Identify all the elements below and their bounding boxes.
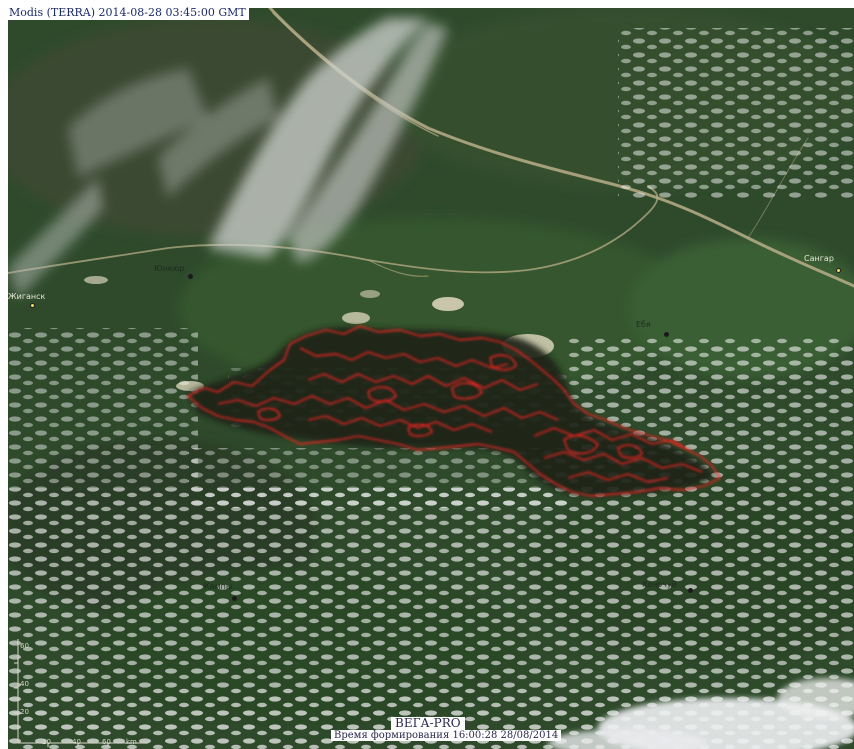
settlement-dot-yunkyur[interactable] [188, 274, 193, 279]
place-label-kampy: Кампы [204, 582, 233, 591]
cloud-fields [8, 28, 854, 749]
fire-perimeter [187, 325, 721, 497]
brand-label: ВЕГА-PRO [391, 717, 465, 730]
settlement-dot-kampy[interactable] [232, 596, 237, 601]
scale-x-tick: 60 [102, 738, 111, 746]
settlement-dot-sangar[interactable] [836, 268, 841, 273]
place-label-sangar: Сангар [804, 254, 834, 263]
scale-x-tick: 40 [72, 738, 81, 746]
place-label-yunkyur: Юнкюр [154, 264, 185, 273]
smoke-plumes [8, 18, 448, 298]
satellite-imagery [8, 8, 854, 749]
place-label-kochochuy: Кочочуй [642, 580, 677, 589]
scale-x-tick: 20 [42, 738, 51, 746]
scale-y-tick: 40 [20, 680, 29, 688]
scale-unit-label: km [126, 738, 137, 746]
settlement-dot-ebya[interactable] [664, 332, 669, 337]
scale-y-tick: 60 [20, 642, 29, 650]
image-title: Modis (TERRA) 2014-08-28 03:45:00 GMT [6, 5, 249, 20]
generation-time: Время формирования 16:00:28 28/08/2014 [331, 730, 562, 741]
scale-bar-lines [14, 639, 148, 747]
scale-y-tick: 20 [20, 708, 29, 716]
settlement-dot-kochochuy[interactable] [688, 588, 693, 593]
place-label-zhigansk: Жиганск [8, 292, 46, 301]
satellite-map-viewport[interactable]: Сангар Жиганск Юнкюр Ебя Кампы Кочочуй 6… [8, 8, 854, 749]
place-label-ebya: Ебя [636, 320, 651, 329]
settlement-dot-zhigansk[interactable] [30, 303, 35, 308]
